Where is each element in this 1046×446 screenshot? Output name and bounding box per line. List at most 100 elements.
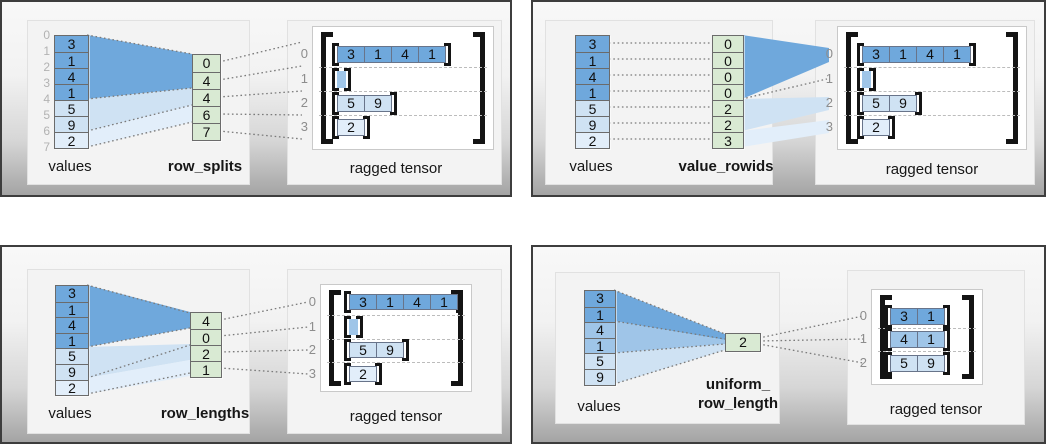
dotted-connector [758, 315, 864, 339]
values-cell: 4 [576, 68, 609, 85]
row-separator [844, 115, 1020, 116]
tensor-cell: 1 [917, 307, 945, 325]
tensor-row-index: 1 [825, 71, 833, 86]
tensor-cell: 9 [889, 94, 917, 112]
values-cell: 1 [576, 84, 609, 101]
boundary-index-label: 1 [43, 44, 50, 58]
boundary-index-label: 7 [43, 140, 50, 154]
fan-wedge [87, 105, 192, 147]
tensor-cell: 4 [403, 294, 431, 310]
tensor-cell: 4 [890, 330, 918, 348]
values-cell: 9 [576, 116, 609, 133]
values-cell: 2 [55, 132, 88, 149]
tensor-cell: 9 [364, 94, 392, 112]
dotted-connector [218, 113, 303, 116]
dotted-connector [741, 78, 828, 100]
row-bracket-left [344, 316, 351, 338]
fan-wedge [742, 120, 829, 147]
row-bracket-left [885, 304, 892, 328]
empty-row-fill [862, 70, 871, 88]
transform-cell: 4 [191, 313, 221, 329]
dotted-connector [86, 372, 191, 395]
tensor-row: 2 [857, 115, 895, 139]
tensor-cell: 5 [337, 94, 365, 112]
transform-cell: 2 [713, 100, 743, 117]
big-bracket-left [321, 32, 333, 144]
fan-wedge [742, 97, 829, 131]
big-bracket-right [1006, 32, 1018, 144]
row-bracket-left [332, 67, 339, 91]
tensor-cell: 2 [337, 118, 365, 136]
tensor-row-index: 1 [300, 71, 308, 86]
transform-cell: 0 [713, 68, 743, 85]
transform-cell: 3 [713, 132, 743, 149]
values-cell: 9 [56, 363, 88, 380]
values-cell: 3 [56, 285, 88, 302]
method-label: row_lengths [160, 405, 250, 422]
tensor-row-index: 1 [308, 319, 316, 334]
values-label: values [48, 158, 92, 175]
values-cell: 9 [55, 116, 88, 133]
dotted-connector [613, 289, 726, 335]
tensor-cell: 2 [862, 118, 890, 136]
row-bracket-right [943, 351, 950, 375]
tensor-row-index: 3 [308, 366, 316, 381]
row-bracket-right [444, 42, 451, 66]
dotted-connector [758, 343, 864, 364]
values-cell: 9 [585, 368, 615, 385]
tensor-label: ragged tensor [885, 161, 979, 178]
dotted-connector [219, 301, 309, 321]
row-bracket-right [402, 339, 409, 361]
tensor-cell: 4 [916, 45, 944, 63]
values-cell: 5 [55, 100, 88, 117]
tensor-label: ragged tensor [349, 160, 443, 177]
fan-wedge [614, 321, 725, 353]
row-separator [319, 66, 487, 68]
transform-cell: 0 [713, 36, 743, 52]
transform-cell: 2 [191, 345, 221, 362]
boundary-index-label: 3 [43, 76, 50, 90]
transform-cell: 1 [191, 361, 221, 378]
row-bracket-left [857, 115, 864, 139]
tensor-cell: 3 [349, 294, 377, 310]
row-bracket-right [363, 115, 370, 139]
boundary-index-label: 6 [43, 124, 50, 138]
transform-cell: 0 [191, 329, 221, 346]
fan-wedge [87, 360, 190, 394]
tensor-cell: 1 [364, 45, 392, 63]
tensor-cell: 1 [418, 45, 446, 63]
boundary-index-label: 4 [43, 92, 50, 106]
tensor-cell: 1 [917, 330, 945, 348]
values-cell: 1 [55, 84, 88, 101]
values-cell: 1 [55, 52, 88, 69]
values-cell: 4 [56, 317, 88, 333]
values-cell: 5 [585, 353, 615, 369]
connector-lines [613, 289, 864, 385]
transform-cell: 6 [193, 106, 220, 123]
boundary-index-label: 0 [43, 28, 50, 42]
values-cell: 5 [56, 348, 88, 364]
row-bracket-left [885, 351, 892, 375]
row-bracket-right [888, 115, 895, 139]
dotted-connector [758, 338, 864, 342]
dotted-connector [86, 327, 191, 348]
values-label: values [569, 158, 613, 175]
row-bracket-left [885, 327, 892, 351]
dotted-connector [86, 104, 193, 132]
